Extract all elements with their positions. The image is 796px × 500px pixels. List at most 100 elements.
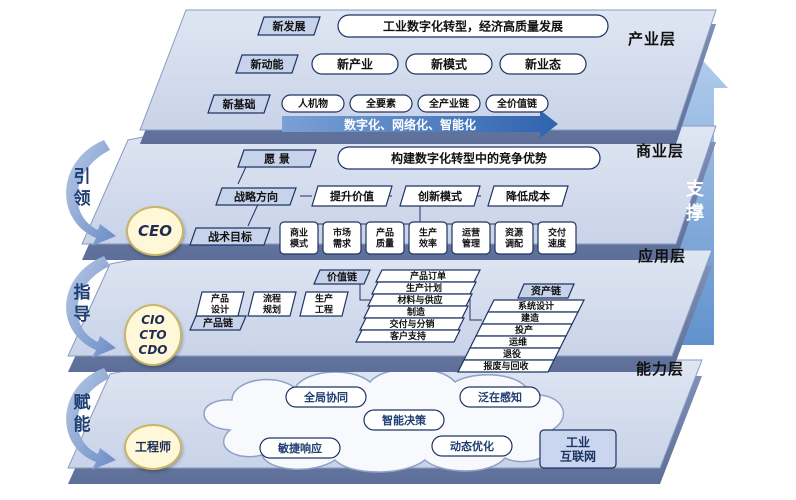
industry-momentum-item-text: 新模式 [431, 56, 467, 71]
capability-cloud-item-text: 敏捷响应 [277, 441, 322, 455]
application-asset-item: 报废与回收 [457, 359, 555, 373]
direct-curve [66, 256, 116, 358]
industry-momentum-item-text: 新产业 [337, 56, 373, 71]
application-product-item-text: 生产工程 [315, 293, 333, 316]
business-target-item-text: 生产效率 [419, 227, 437, 250]
industry-momentum-item-text: 新业态 [525, 56, 561, 71]
application-product-item: 流程规划 [247, 291, 297, 317]
application-product-item-text: 产品设计 [211, 293, 229, 316]
application-value-item-text: 产品订单 [410, 270, 446, 282]
industry-banner: 工业数字化转型，经济高质量发展 [337, 14, 609, 38]
ceo-label: CEO [137, 221, 172, 240]
business-target-item-text: 资源调配 [505, 227, 523, 250]
business-target-item: 资源调配 [494, 221, 534, 255]
capability-cloud-item: 敏捷响应 [259, 437, 341, 459]
application-value-chain-text: 价值链 [327, 271, 358, 284]
business-target-item-text: 运营管理 [462, 227, 480, 250]
capability-cloud-item-text: 全局协同 [303, 390, 348, 404]
cto-label: CTO [139, 327, 167, 342]
application-value-item-text: 材料与供应 [396, 294, 442, 306]
application-asset-item: 投产 [475, 323, 573, 337]
industry-layer-label: 产业层 [628, 30, 677, 48]
business-strategy-item-text: 降低成本 [506, 189, 550, 203]
capability-layer-label: 能力层 [636, 360, 685, 378]
business-strategy-item-text: 提升价值 [330, 189, 374, 203]
application-product-chain: 产品链 [189, 315, 247, 331]
application-value-item: 生产计划 [371, 281, 477, 295]
industry-foundation-item-text: 人机物 [298, 97, 328, 110]
enable-label: 赋能 [73, 393, 91, 435]
business-strategy-item: 创新模式 [399, 185, 481, 207]
business-tag-target: 战术目标 [189, 227, 271, 246]
business-target-item-text: 产品质量 [376, 227, 394, 250]
application-value-item: 交付与分销 [359, 317, 465, 331]
industry-foundation-item: 全要素 [349, 94, 413, 113]
application-value-item-text: 制造 [407, 306, 426, 318]
application-product-chain-text: 产品链 [203, 317, 234, 330]
capability-platform-text: 工业互联网 [560, 434, 596, 463]
business-layer-label: 商业层 [636, 142, 685, 160]
business-strategy-item: 降低成本 [487, 185, 569, 207]
business-vision-banner-text: 构建数字化转型中的竞争优势 [391, 150, 547, 165]
guide-label: 引领 [73, 167, 91, 209]
capability-platform: 工业互联网 [539, 429, 617, 469]
industry-banner-text: 工业数字化转型，经济高质量发展 [383, 18, 563, 33]
application-value-item-text: 客户支持 [389, 330, 426, 342]
support-label: 支撑 [686, 179, 704, 224]
application-product-item: 产品设计 [195, 291, 245, 317]
cio-label: CIO [141, 312, 165, 327]
industry-tag-new-foundation-text: 新基础 [223, 97, 256, 111]
capability-cloud-item-text: 智能决策 [382, 413, 427, 427]
application-value-item: 制造 [363, 305, 469, 319]
application-value-item: 客户支持 [355, 329, 461, 343]
capability-cloud-item-text: 泛在感知 [478, 390, 522, 404]
industry-momentum-item: 新产业 [311, 53, 399, 75]
application-product-item: 生产工程 [299, 291, 349, 317]
industry-tag-new-development: 新发展 [257, 16, 321, 36]
application-value-item-text: 生产计划 [406, 282, 442, 294]
application-asset-item-text: 系统设计 [518, 300, 554, 312]
application-asset-item-text: 运维 [509, 336, 527, 348]
industry-momentum-item: 新业态 [499, 53, 587, 75]
enable-curve [66, 368, 116, 470]
guide-curve [66, 140, 116, 246]
industry-tag-new-foundation: 新基础 [207, 94, 271, 114]
engineer-label: 工程师 [134, 439, 171, 454]
business-vision-banner: 构建数字化转型中的竞争优势 [337, 146, 601, 170]
business-target-item: 市场需求 [322, 221, 362, 255]
capability-cloud-item: 全局协同 [285, 386, 367, 408]
application-asset-item: 建造 [481, 311, 579, 325]
capability-cloud-item: 动态优化 [431, 435, 513, 457]
business-tag-strategy-text: 战略方向 [234, 189, 278, 203]
business-target-item-text: 市场需求 [333, 227, 352, 250]
direct-label: 指导 [73, 283, 91, 325]
business-target-item: 商业模式 [279, 221, 319, 255]
business-target-item: 交付速度 [537, 221, 577, 255]
application-asset-item-text: 退役 [503, 348, 522, 360]
industry-foundation-item-text: 全价值链 [496, 97, 538, 110]
business-target-item: 产品质量 [365, 221, 405, 255]
industry-tag-new-momentum: 新动能 [235, 54, 299, 74]
business-tag-target-text: 战术目标 [208, 229, 252, 243]
application-value-item: 产品订单 [375, 269, 481, 283]
industry-tag-new-development-text: 新发展 [273, 19, 307, 33]
application-asset-chain-text: 资产链 [531, 285, 562, 298]
industry-foundation-item: 全产业链 [417, 94, 481, 113]
digitalization-arrow [282, 110, 558, 138]
application-asset-chain: 资产链 [517, 283, 575, 299]
cxo-circle: CIO CTO CDO [124, 304, 182, 366]
digitalization-arrow-text: 数字化、网络化、智能化 [344, 117, 476, 132]
business-tag-vision-text: 愿 景 [264, 152, 290, 165]
ceo-circle: CEO [126, 206, 184, 256]
business-tag-strategy: 战略方向 [215, 187, 297, 206]
business-target-item-text: 交付速度 [548, 227, 567, 250]
industry-foundation-item-text: 全产业链 [428, 97, 470, 110]
application-asset-item-text: 投产 [515, 324, 533, 336]
application-asset-item-text: 建造 [521, 312, 540, 324]
application-asset-item: 系统设计 [487, 299, 585, 313]
engineer-circle: 工程师 [124, 424, 182, 470]
application-asset-item: 退役 [463, 347, 561, 361]
industry-momentum-item: 新模式 [405, 53, 493, 75]
business-tag-vision: 愿 景 [237, 149, 317, 168]
business-strategy-item: 提升价值 [311, 185, 393, 207]
